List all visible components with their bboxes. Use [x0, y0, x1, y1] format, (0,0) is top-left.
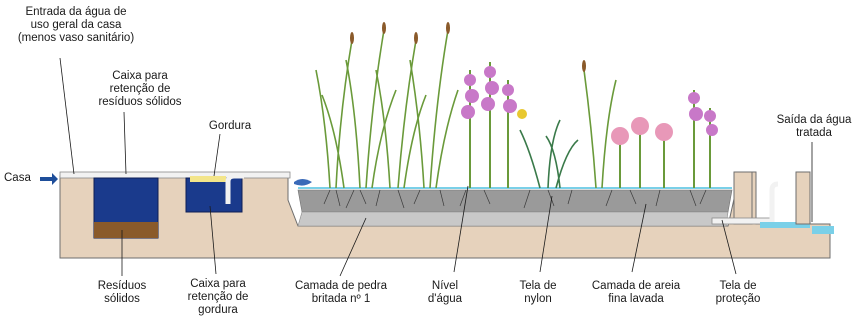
outlet-water — [760, 222, 810, 228]
pink-lilies — [611, 117, 673, 188]
label-nivel: Nível d'água — [420, 280, 470, 306]
grease-outlet-pipe — [225, 173, 244, 204]
label-caixa-gordura-line2: retenção de — [187, 291, 249, 303]
gravel-bed — [297, 189, 733, 213]
final-discharge — [812, 226, 834, 234]
label-nylon-line1: Tela de — [519, 280, 557, 292]
label-caixa-solidos-line2: retenção de — [109, 83, 171, 95]
label-areia-line1: Camada de areia — [591, 280, 681, 292]
inlet-pipe — [59, 171, 291, 179]
label-caixa-solidos-line3: resíduos sólidos — [98, 96, 182, 108]
outlet-riser — [769, 181, 779, 222]
reeds — [315, 29, 617, 189]
label-caixa-gordura-line1: Caixa para — [190, 278, 246, 290]
label-areia-line2: fina lavada — [608, 293, 664, 305]
label-nylon-line2: nylon — [524, 293, 552, 305]
label-gordura: Gordura — [208, 120, 252, 132]
foxgloves — [461, 62, 718, 188]
label-nylon: Tela de nylon — [510, 280, 566, 306]
grass-clump — [519, 119, 579, 189]
label-casa: Casa — [4, 172, 31, 184]
label-entrada: Entrada da água de uso geral da casa (me… — [6, 6, 146, 45]
label-nivel-line1: Nível — [431, 280, 459, 292]
label-caixa-gordura: Caixa para retenção de gordura — [180, 278, 256, 317]
sludge-layer — [94, 222, 158, 238]
label-entrada-line2: uso geral da casa — [30, 19, 122, 31]
label-saida-line2: tratada — [796, 127, 832, 139]
label-residuos-line2: sólidos — [104, 293, 140, 305]
label-protecao: Tela de proteção — [706, 280, 770, 306]
leader-lines — [59, 57, 813, 277]
label-pedra-line2: britada nº 1 — [311, 293, 371, 305]
reed-seed-heads — [350, 22, 586, 72]
label-pedra-line1: Camada de pedra — [294, 280, 388, 292]
inflow-arrow-icon — [40, 173, 58, 185]
label-caixa-solidos: Caixa para retenção de resíduos sólidos — [90, 70, 190, 109]
label-saida-line1: Saída da água — [776, 114, 852, 126]
label-areia: Camada de areia fina lavada — [584, 280, 688, 306]
label-saida: Saída da água tratada — [770, 114, 858, 140]
yellow-flower — [517, 109, 527, 119]
label-caixa-solidos-line1: Caixa para — [112, 70, 168, 82]
inflow-splash — [294, 179, 312, 186]
grease-layer — [190, 176, 226, 182]
label-residuos-line1: Resíduos — [97, 280, 147, 292]
sand-layer — [297, 211, 729, 227]
label-entrada-line1: Entrada da água de — [25, 6, 127, 18]
grease-box — [185, 177, 243, 213]
label-caixa-gordura-line3: gordura — [198, 304, 238, 316]
label-pedra: Camada de pedra britada nº 1 — [286, 280, 396, 306]
outlet-right-wall — [795, 171, 811, 225]
label-nivel-line2: d'água — [427, 293, 463, 305]
outlet-wall — [733, 171, 753, 225]
label-entrada-line3: (menos vaso sanitário) — [17, 32, 135, 44]
roots — [323, 189, 707, 209]
label-residuos: Resíduos sólidos — [84, 280, 160, 306]
label-protecao-line1: Tela de — [719, 280, 757, 292]
label-protecao-line2: proteção — [715, 293, 761, 305]
